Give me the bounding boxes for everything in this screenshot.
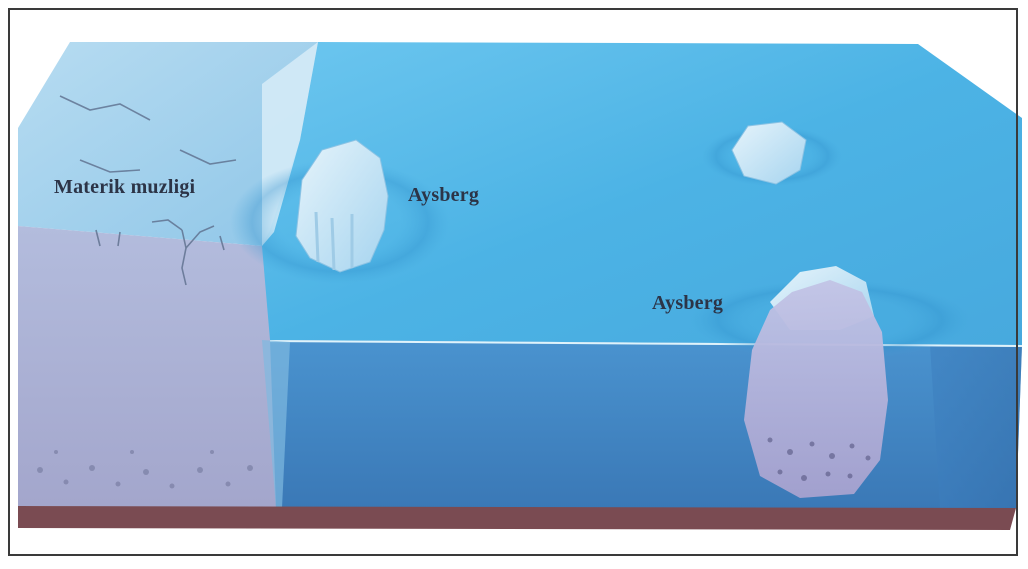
continental-glacier-label: Materik muzligi — [54, 176, 195, 199]
iceberg-label-submerged: Aysberg — [652, 292, 723, 315]
image-frame — [8, 8, 1018, 556]
iceberg-label-surface: Aysberg — [408, 184, 479, 207]
